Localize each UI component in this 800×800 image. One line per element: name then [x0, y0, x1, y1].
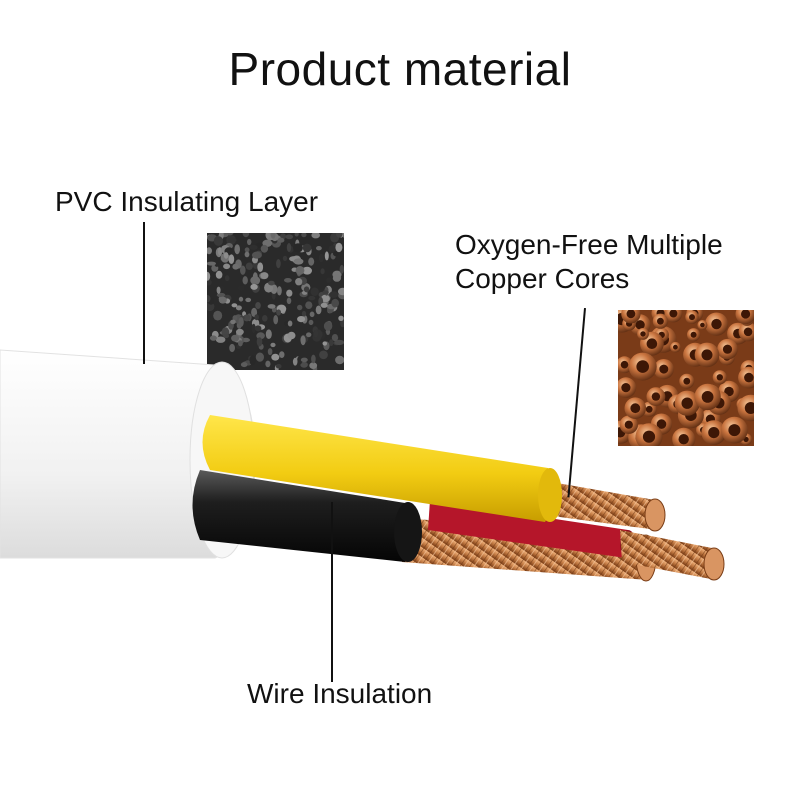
- pvc-granules-image: [207, 233, 344, 370]
- pvc-leader-line: [143, 222, 145, 364]
- yellow-wire-insulation: [202, 415, 555, 522]
- copper-tubes-image: [618, 310, 754, 446]
- wire-leader-line: [331, 502, 333, 682]
- copper-cores-label: Oxygen-Free Multiple Copper Cores: [455, 228, 723, 296]
- cable-illustration: [0, 349, 725, 582]
- copper-cores-label-line2: Copper Cores: [455, 263, 630, 294]
- red-wire-insulation: [428, 500, 628, 558]
- wire-insulation-label: Wire Insulation: [247, 678, 433, 709]
- page-title: Product material: [228, 43, 572, 95]
- black-wire-insulation: [192, 470, 413, 562]
- copper-cores-label-line1: Oxygen-Free Multiple: [455, 229, 723, 260]
- red-wire-copper: [620, 530, 716, 580]
- pvc-insulating-layer-label: PVC Insulating Layer: [55, 186, 319, 217]
